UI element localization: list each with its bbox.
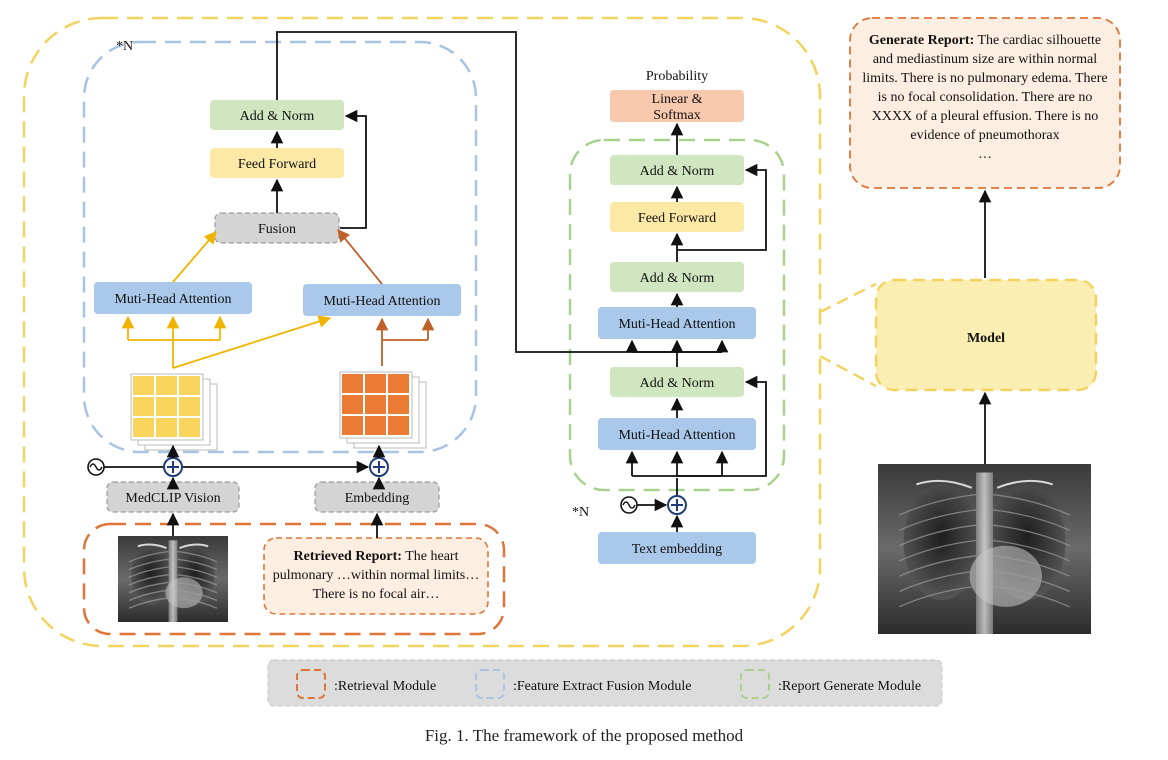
text-embedding-label: Text embedding [632, 542, 722, 557]
linear-label: Linear & [652, 92, 703, 107]
vision-feature-stack [130, 373, 218, 451]
decoder-add-node [667, 495, 687, 515]
decoder-cross-attention-box [598, 307, 756, 339]
decoder-add-norm-top-box [610, 155, 744, 185]
feature-cell [342, 395, 363, 414]
feature-cell [388, 416, 409, 435]
overall-framework-border [22, 16, 822, 648]
feature-extract-fusion-border [82, 40, 478, 454]
arrow-vision-to-text-attn [172, 315, 332, 369]
decoder-feed-forward-box [610, 202, 744, 232]
feature-cell [342, 374, 363, 393]
repeat-label-top: *N [116, 39, 133, 54]
text-attention-label: Muti-Head Attention [323, 294, 440, 309]
feature-cell [179, 397, 200, 416]
feature-cell [133, 418, 154, 437]
legend-feature-label: :Feature Extract Fusion Module [513, 679, 691, 694]
encoder-add-norm-label: Add & Norm [240, 109, 315, 124]
text-feature-stack [339, 371, 427, 449]
arrow-vision-attn-to-fusion [172, 231, 217, 283]
decoder-feed-forward-label: Feed Forward [638, 211, 716, 226]
zoom-connector-top [819, 282, 877, 314]
retrieved-report-body: The heart pulmonary …within normal limit… [272, 549, 480, 602]
text-add-node [369, 457, 389, 477]
vision-add-node [163, 457, 183, 477]
repeat-label-bottom: *N [572, 505, 589, 520]
feature-cell [365, 374, 386, 393]
feature-cell [179, 418, 200, 437]
text-embedding-box [598, 532, 756, 564]
vision-attention-box [94, 282, 252, 314]
feature-cell [156, 418, 177, 437]
legend-panel [267, 659, 943, 707]
input-xray-image [878, 464, 1091, 634]
positional-encoding-icon [87, 458, 105, 476]
legend-retrieval-swatch [296, 669, 326, 699]
feature-cell [133, 376, 154, 395]
embedding-label: Embedding [345, 491, 410, 506]
model-label: Model [967, 331, 1005, 346]
zoom-connector-bottom [819, 354, 877, 388]
encoder-feed-forward-box [210, 148, 344, 178]
generated-report-ellipsis: … [978, 147, 992, 162]
retrieval-module-border [82, 522, 506, 636]
model-box [874, 278, 1098, 392]
generated-report-text: Generate Report: The cardiac silhouette … [862, 31, 1108, 164]
legend-report-swatch [740, 669, 770, 699]
retrieved-xray-image [118, 536, 228, 622]
encoder-feed-forward-label: Feed Forward [238, 157, 316, 172]
feature-cell [179, 376, 200, 395]
figure-caption: Fig. 1. The framework of the proposed me… [424, 726, 744, 745]
arrow-text-attn-to-fusion [337, 229, 383, 285]
legend-retrieval-label: :Retrieval Module [334, 679, 436, 694]
generated-report-box [849, 17, 1121, 189]
retrieved-report-box [263, 537, 489, 615]
legend-report-label: :Report Generate Module [778, 679, 921, 694]
decoder-positional-encoding-icon [620, 496, 638, 514]
retrieved-report-heading: Retrieved Report: [293, 549, 402, 564]
decoder-self-attention-label: Muti-Head Attention [618, 428, 735, 443]
feature-cell [388, 374, 409, 393]
text-attention-box [303, 284, 461, 316]
encoder-add-norm-box [210, 100, 344, 130]
generated-report-heading: Generate Report: [868, 33, 975, 48]
feature-cell [156, 376, 177, 395]
feature-cell [156, 397, 177, 416]
decoder-self-attention-box [598, 418, 756, 450]
softmax-label: Softmax [653, 108, 700, 123]
fusion-label: Fusion [258, 222, 296, 237]
decoder-add-norm-low-label: Add & Norm [640, 376, 715, 391]
feature-cell [388, 395, 409, 414]
encoder-output-connector [276, 31, 722, 353]
decoder-add-norm-mid-box [610, 262, 744, 292]
feature-cell [342, 416, 363, 435]
legend-feature-swatch [475, 669, 505, 699]
feature-cell [365, 416, 386, 435]
vision-attention-label: Muti-Head Attention [114, 292, 231, 307]
feature-cell [365, 395, 386, 414]
decoder-add-norm-top-label: Add & Norm [640, 164, 715, 179]
encoder-residual-arrow [340, 109, 367, 229]
feature-cell [133, 397, 154, 416]
decoder-add-norm-low-box [610, 367, 744, 397]
retrieved-report-text: Retrieved Report: The heart pulmonary …w… [272, 547, 480, 604]
linear-softmax-box [610, 90, 744, 122]
decoder-add-norm-mid-label: Add & Norm [640, 271, 715, 286]
generated-report-body: The cardiac silhouette and mediastinum s… [862, 33, 1108, 143]
decoder-cross-attention-label: Muti-Head Attention [618, 317, 735, 332]
medclip-vision-label: MedCLIP Vision [125, 491, 220, 506]
decoder-residual-top [677, 163, 767, 251]
probability-label: Probability [646, 69, 708, 84]
